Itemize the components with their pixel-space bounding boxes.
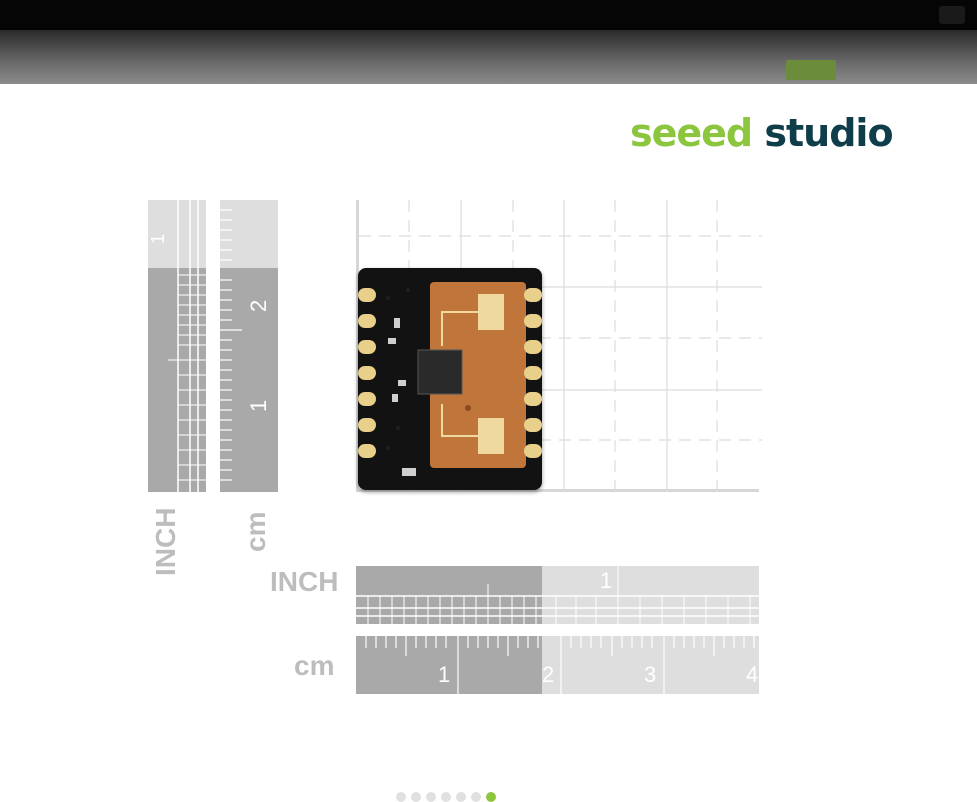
seeed-studio-logo: seeed studio [630,111,894,155]
cm-vertical-label: cm [240,511,271,552]
carousel-dot[interactable] [426,792,436,802]
horizontal-cm-number-2: 2 [542,662,554,687]
cm-horizontal-label: cm [294,650,335,681]
horizontal-cm-ruler: 1 2 3 4 [356,636,759,694]
carousel-dot[interactable] [411,792,421,802]
inch-horizontal-label: INCH [270,566,339,597]
vertical-cm-number-top: 2 [246,300,271,312]
horizontal-inch-number: 1 [600,568,612,593]
carousel-dot[interactable] [486,792,496,802]
gold-pads-right [524,288,542,458]
carousel-dot[interactable] [396,792,406,802]
horizontal-cm-number-4: 4 [746,662,758,687]
page-header-band [0,30,977,84]
carousel-pagination [396,792,496,802]
horizontal-cm-number-1: 1 [438,662,450,687]
horizontal-inch-ruler: 1 [356,566,759,624]
window-control-button[interactable] [939,6,965,24]
horizontal-cm-number-3: 3 [644,662,656,687]
radar-module-pcb [358,268,542,490]
carousel-dot[interactable] [471,792,481,802]
gold-pads-left [358,288,376,458]
vertical-cm-number-bottom: 1 [246,400,271,412]
top-bar [0,0,977,30]
inch-vertical-label: INCH [150,507,181,576]
vertical-inch-number: 1 [148,234,168,244]
vertical-inch-ruler: 1 [148,200,206,492]
header-green-button[interactable] [786,60,836,80]
carousel-dot[interactable] [441,792,451,802]
vertical-cm-ruler: 2 1 [220,200,278,492]
carousel-dot[interactable] [456,792,466,802]
logo-part-studio: studio [764,111,893,155]
logo-part-seeed: seeed [630,111,753,155]
